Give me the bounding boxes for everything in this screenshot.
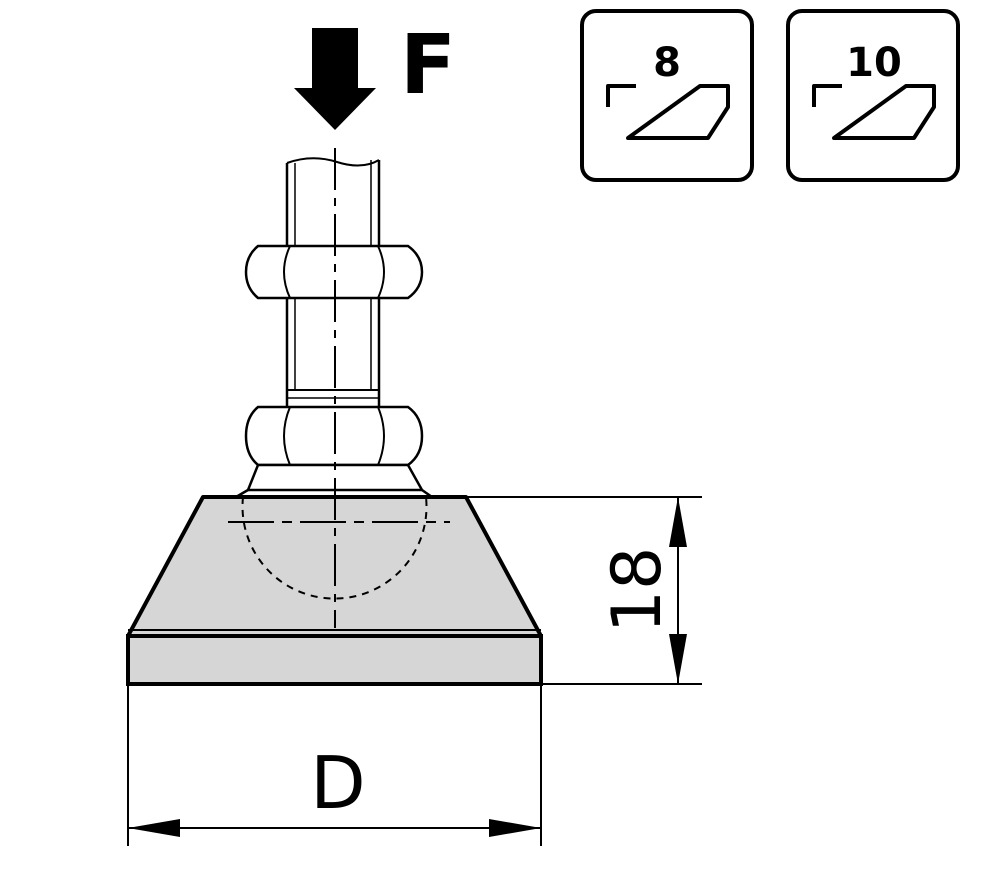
slot-badge-8: 8 (580, 9, 754, 182)
threaded-stud (285, 157, 381, 408)
height-dimension-label: 18 (598, 547, 677, 634)
slot-badge-8-label: 8 (653, 40, 681, 86)
base-pad (126, 495, 543, 686)
height-dimension (466, 496, 702, 685)
diameter-dimension-label: D (310, 741, 365, 825)
ball-joint-neck (235, 463, 433, 499)
force-arrow (294, 28, 376, 130)
slot-badge-10: 10 (786, 9, 960, 182)
diameter-dimension (127, 684, 542, 846)
slot-badge-10-label: 10 (846, 40, 902, 86)
force-label: F (400, 18, 456, 113)
